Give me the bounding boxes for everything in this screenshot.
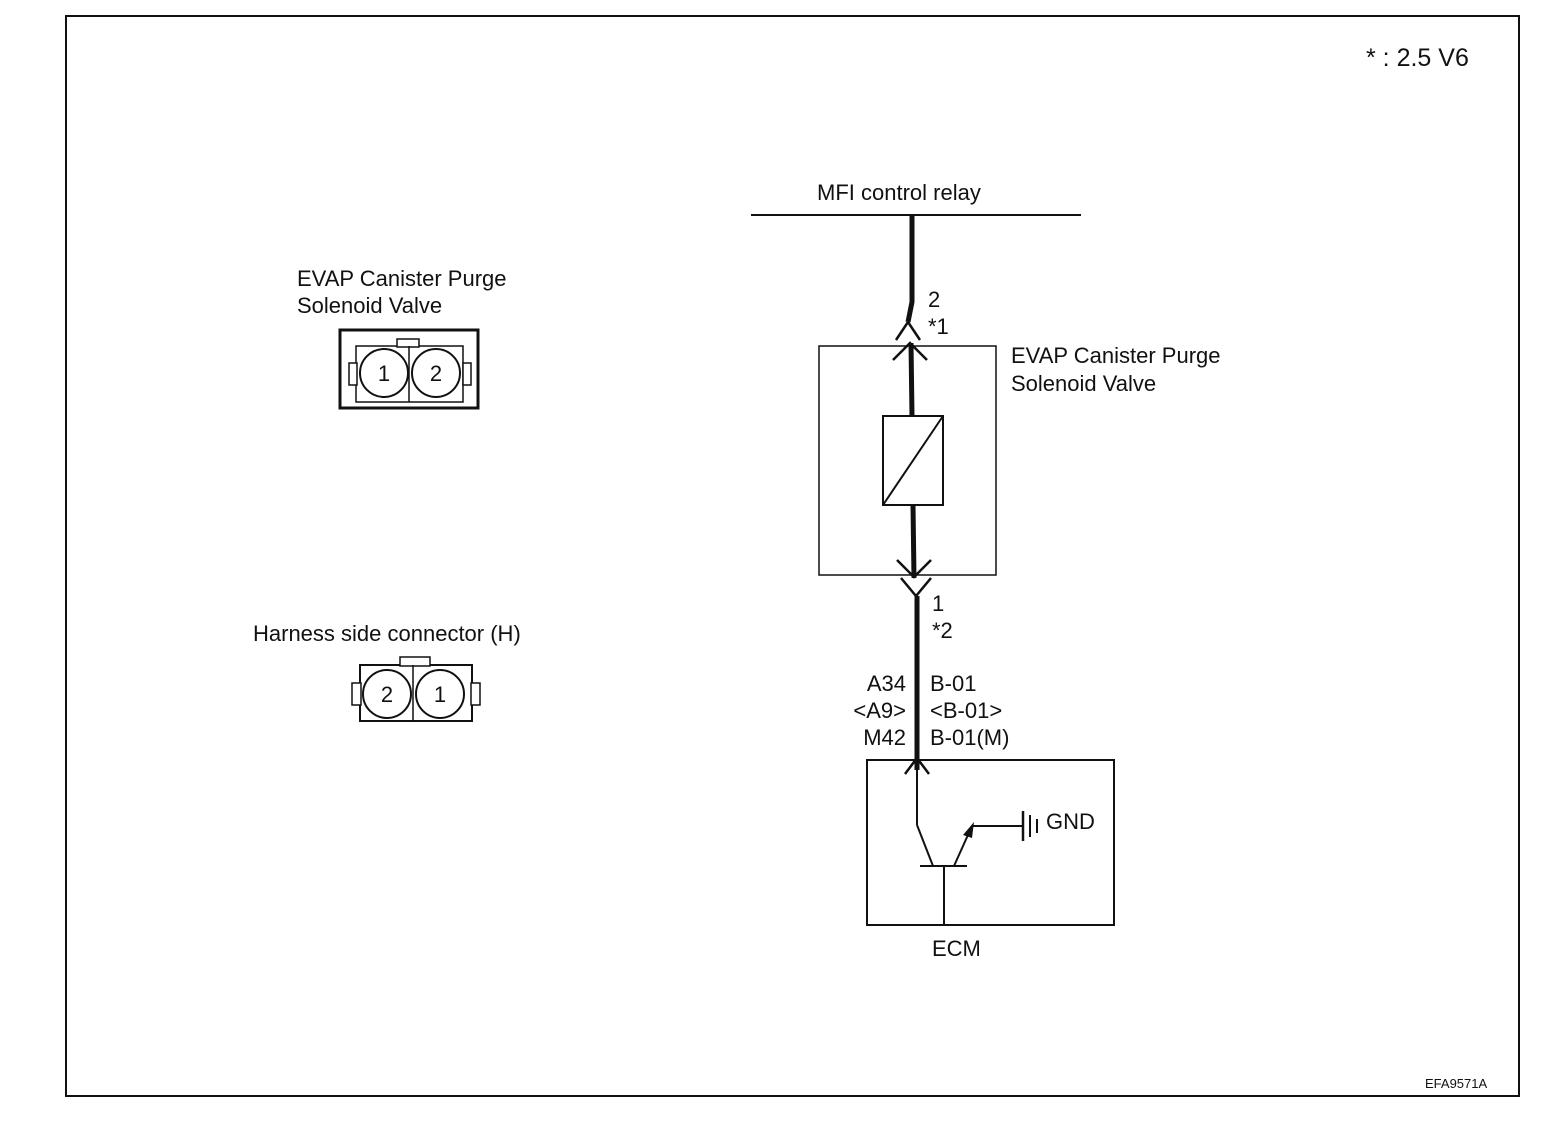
harness-pin-1 [415, 669, 465, 719]
valve-label-line1: EVAP Canister Purge [1011, 343, 1221, 368]
solenoid-coil [882, 415, 944, 506]
connector-id-3: B-01(M) [930, 725, 1010, 750]
ecm-connector-symbol [904, 755, 930, 775]
harness-pin-2 [362, 669, 412, 719]
upper-pin-number: 2 [928, 287, 941, 312]
valve-label-line2: Solenoid Valve [1011, 371, 1157, 396]
component-connector-title-line2: Solenoid Valve [297, 293, 443, 318]
harness-connector [351, 656, 481, 722]
lower-pin-number: 1 [932, 591, 945, 616]
relay-wire [905, 215, 915, 323]
figure-code: EFA9571A [1425, 1076, 1488, 1091]
component-connector [338, 328, 480, 410]
connector-id-1: B-01 [930, 671, 977, 696]
valve-box [818, 345, 997, 576]
ecm-terminal-3: M42 [863, 725, 906, 750]
connector-id-2: <B-01> [930, 698, 1003, 723]
ecm-terminal-2: <A9> [853, 698, 906, 723]
diagram-frame [65, 15, 1520, 1097]
component-connector-title-line1: EVAP Canister Purge [297, 266, 507, 291]
driver-transistor [916, 770, 1022, 925]
lower-pin-alt: *2 [932, 618, 953, 643]
gnd-label: GND [1046, 809, 1095, 834]
ground-icon [1021, 811, 1038, 841]
harness-pin-2-label: 2 [381, 682, 393, 707]
emitter-arrow [963, 822, 974, 838]
valve-wire-upper [908, 342, 915, 417]
ecm-terminal-1: A34 [866, 671, 906, 696]
harness-connector-title: Harness side connector (H) [253, 621, 521, 646]
upper-connector-symbol [892, 319, 928, 361]
ecm-label: ECM [932, 936, 981, 961]
harness-pin-1-label: 1 [434, 682, 446, 707]
upper-pin-alt: *1 [928, 314, 949, 339]
component-pin-2 [411, 348, 461, 398]
component-pin-2-label: 2 [430, 361, 442, 386]
component-pin-1-label: 1 [378, 361, 390, 386]
component-pin-1 [359, 348, 409, 398]
valve-wire-lower [910, 504, 917, 579]
relay-label: MFI control relay [817, 180, 981, 205]
ecm-box [866, 759, 1115, 926]
variant-note: * : 2.5 V6 [1366, 44, 1469, 72]
